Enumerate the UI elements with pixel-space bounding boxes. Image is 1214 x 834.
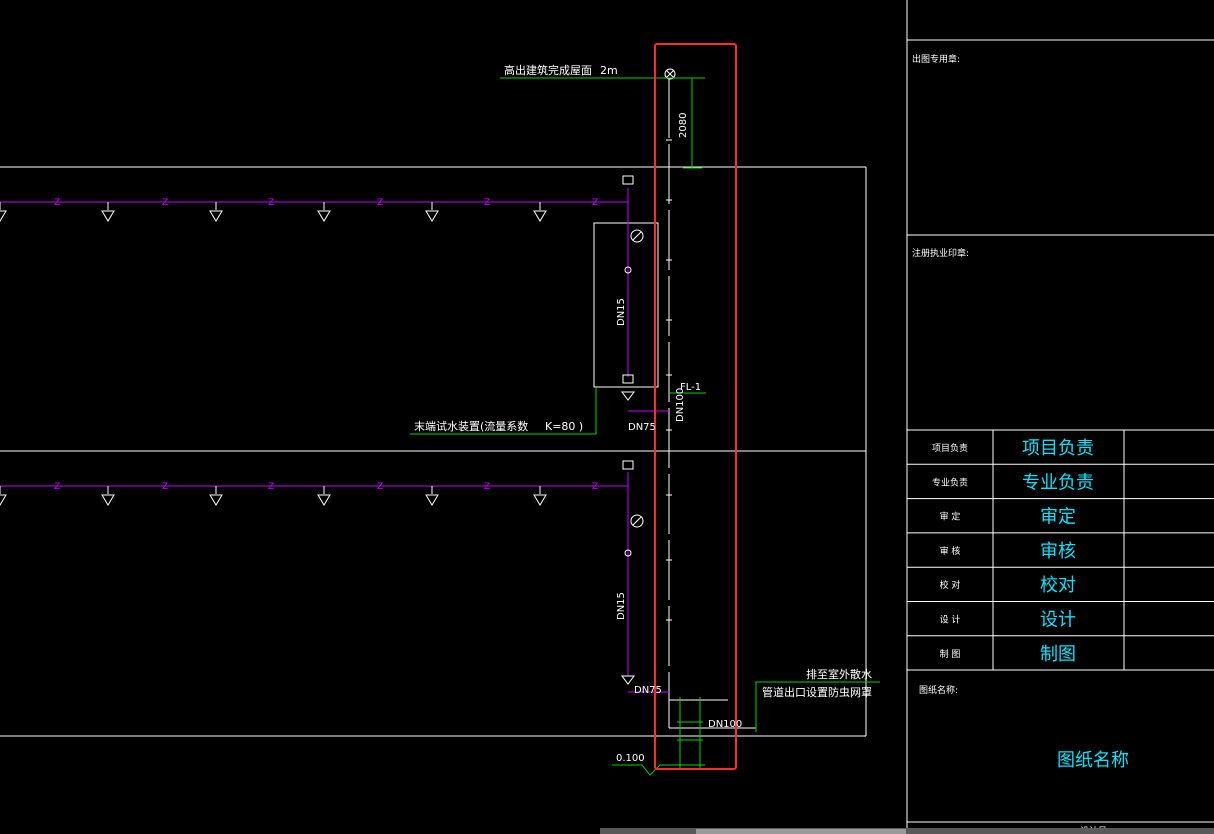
title-row-role: 制 图 [940,648,961,660]
title-row-role: 设 计 [940,614,961,626]
dn100-vertical-label: DN100 [675,388,686,422]
drawing-labels: 高出建筑完成屋面 2m 2080 FL-1 DN100 DN75 DN15 DN… [414,63,872,764]
pipe-code-label: Z [162,198,168,208]
sprinkler-head-icon [317,494,331,506]
reg-stamp-label: 注册执业印章: [912,247,969,259]
sprinkler-head-icon [533,210,547,222]
title-row-role: 审 核 [940,545,961,557]
scrollbar-thumb[interactable] [696,829,906,834]
pipe-code-label: Z [268,482,274,492]
dim-2080: 2080 [678,113,689,138]
sprinkler-head-icon [209,494,223,506]
pipe-code-label: Z [162,482,168,492]
discharge-line2: 管道出口设置防虫网罩 [762,685,872,699]
title-row-name: 专业负责 [1022,472,1094,493]
discharge-line1: 排至室外散水 [806,667,872,681]
sprinkler-head-icon [533,494,547,506]
pipe-code-label: Z [377,198,383,208]
sprinkler-branches: Z Z Z Z Z Z Z Z Z Z Z Z [0,198,628,506]
title-block [906,0,1214,834]
annotation-leaders [410,77,880,776]
title-row-name: 设计 [1040,610,1076,631]
sprinkler-head-icon [0,494,7,506]
roof-note: 高出建筑完成屋面 [504,63,592,77]
k-value-label: K=80 ) [545,420,583,433]
elevation-label: 0.100 [616,753,645,764]
sprinkler-head-icon [425,494,439,506]
pipe-code-label: Z [484,198,490,208]
sprinkler-head-icon [209,210,223,222]
pipe-code-label: Z [268,198,274,208]
sprinkler-head-icon [101,494,115,506]
horizontal-tap [628,410,669,693]
dn100-bottom-label: DN100 [708,719,742,730]
pipe-code-label: Z [377,482,383,492]
drawing-name-label: 图纸名称: [919,684,958,696]
highlight-box [654,43,737,770]
dn15-label-b: DN15 [616,592,627,620]
pipe-code-label: Z [592,482,598,492]
title-row-role: 项目负责 [932,442,968,454]
terminal-device-label: 末端试水装置(流量系数 [414,419,528,433]
dn75-label-b: DN75 [634,685,662,696]
pipe-code-label: Z [54,198,60,208]
title-row-name: 校对 [1040,575,1076,596]
pressure-gauge-icon [621,175,644,685]
pipe-code-label: Z [54,482,60,492]
dn75-label-a: DN75 [628,422,656,433]
sprinkler-head-icon [101,210,115,222]
title-row-name: 项目负责 [1022,438,1094,459]
sprinkler-head-icon [425,210,439,222]
vent-cap-icon [664,68,676,80]
dn15-label-a: DN15 [616,298,627,326]
roof-height: 2m [600,64,618,77]
horizontal-scrollbar[interactable] [600,828,1214,834]
title-row-name: 审核 [1040,541,1076,562]
sprinkler-head-icon [317,210,331,222]
pipe-code-label: Z [592,198,598,208]
drawing-name-value: 图纸名称 [1057,750,1129,771]
title-row-name: 审定 [1040,507,1076,528]
title-row-role: 审 定 [940,511,961,523]
pipe-code-label: Z [484,482,490,492]
riser-ticks [666,139,672,621]
sprinkler-head-icon [0,210,7,222]
title-row-role: 校 对 [940,579,961,591]
title-row-name: 制图 [1040,644,1076,665]
title-row-role: 专业负责 [932,476,968,488]
stamp-label: 出图专用章: [912,53,960,65]
building-outline [0,166,867,737]
pipe-fl-label: FL-1 [680,382,701,393]
